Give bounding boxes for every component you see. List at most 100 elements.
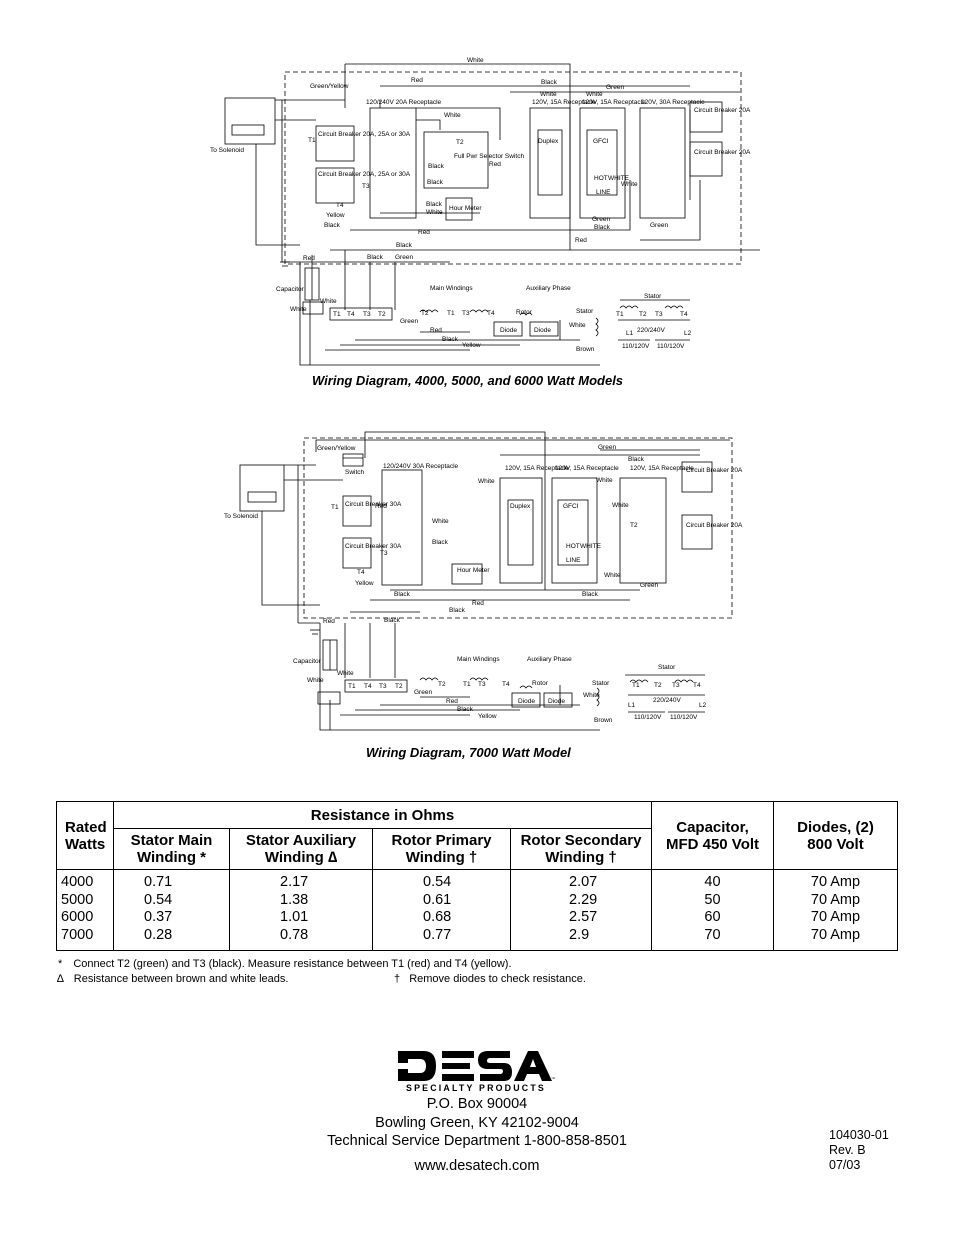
wire-label: Black xyxy=(324,222,341,229)
column-rotor-primary: 0.54 0.61 0.68 0.77 xyxy=(372,869,511,951)
website-link[interactable]: www.desatech.com xyxy=(414,1158,540,1174)
table-cell: 50 xyxy=(704,891,721,908)
wire-label: Yellow xyxy=(462,342,481,349)
wire-label: Brown xyxy=(576,346,595,353)
terminal-label: T2 xyxy=(456,139,464,146)
header-rotor-primary: Rotor Primary Winding † xyxy=(372,828,511,870)
component-label: Diode xyxy=(534,327,551,334)
terminal-label: T4 xyxy=(487,310,495,317)
terminal-label: T4 xyxy=(693,682,701,689)
component-label: HOT xyxy=(566,543,580,550)
component-label: Circuit Breaker 20A, 25A or 30A xyxy=(318,171,411,178)
component-label: LINE xyxy=(566,557,581,564)
address-po-box: P.O. Box 90004 xyxy=(426,1096,528,1112)
terminal-label: T4 xyxy=(502,681,510,688)
wire-label: To Solenoid xyxy=(224,513,258,520)
wire-label: Yellow xyxy=(478,713,497,720)
wire-label: Green xyxy=(395,254,413,261)
wire-label: White xyxy=(444,112,461,119)
header-label: Resistance in Ohms xyxy=(310,806,455,824)
wire-label: Red xyxy=(430,327,442,334)
footnote-text: Connect T2 (green) and T3 (black). Measu… xyxy=(73,958,512,970)
table-cell: 2.17 xyxy=(280,874,309,890)
component-label: Auxiliary Phase xyxy=(526,285,571,292)
component-label: Switch xyxy=(345,469,365,476)
terminal-label: T1 xyxy=(308,137,316,144)
component-label: 120V, 15A Receptacle xyxy=(555,465,619,472)
wire-label: Red xyxy=(472,600,484,607)
wire-label: Green/Yellow xyxy=(310,83,349,90)
footnote-3: † Remove diodes to check resistance. xyxy=(394,973,586,985)
component-label: Duplex xyxy=(538,138,559,145)
wire-label: Black xyxy=(426,201,443,208)
table-cell: 70 Amp xyxy=(810,926,861,943)
wire-label: Red xyxy=(489,161,501,168)
terminal-label: T2 xyxy=(654,682,662,689)
header-rated-watts: Rated Watts xyxy=(56,801,114,870)
resistance-table: Rated Watts Resistance in Ohms Capacitor… xyxy=(56,801,898,951)
terminal-label: T3 xyxy=(363,311,371,318)
terminal-label: T3 xyxy=(362,183,370,190)
wire-label: Black xyxy=(449,607,466,614)
wire-label: White xyxy=(426,209,443,216)
table-cell: 0.61 xyxy=(423,891,452,908)
terminal-label: T2 xyxy=(378,311,386,318)
table-cell: 70 Amp xyxy=(810,874,861,890)
table-cell: 0.54 xyxy=(423,874,452,890)
component-label: Diode xyxy=(500,327,517,334)
wire-label: Green xyxy=(650,222,668,229)
component-label: Auxiliary Phase xyxy=(527,656,572,663)
wire-label: To Solenoid xyxy=(210,147,244,154)
wire-label: Black xyxy=(394,591,411,598)
diagram-caption: Wiring Diagram, 4000, 5000, and 6000 Wat… xyxy=(312,373,624,388)
header-label: Diodes, (2) 800 Volt xyxy=(797,818,874,853)
terminal-label: T2 xyxy=(630,522,638,529)
footnote-text: Resistance between brown and white leads… xyxy=(73,973,289,985)
component-label: Circuit Breaker 20A xyxy=(694,149,751,156)
table-cell: 70 xyxy=(704,926,721,943)
table-cell: 0.37 xyxy=(144,909,173,925)
column-stator-main: 0.71 0.54 0.37 0.28 xyxy=(113,869,230,951)
wire-label: White xyxy=(432,518,449,525)
terminal-label: T2 xyxy=(395,683,403,690)
wire-label: Black xyxy=(367,254,384,261)
terminal-label: T4 xyxy=(357,569,365,576)
component-label: Main Windings xyxy=(457,656,500,663)
table-cell: 2.07 xyxy=(569,874,598,890)
component-label: Rotor xyxy=(532,680,549,687)
wire-label: Black xyxy=(541,79,558,86)
wire-label: White xyxy=(569,322,586,329)
header-stator-main: Stator Main Winding * xyxy=(113,828,230,870)
component-label: 110/120V xyxy=(622,343,650,350)
column-rotor-secondary: 2.07 2.29 2.57 2.9 xyxy=(510,869,652,951)
column-diodes: 70 Amp 70 Amp 70 Amp 70 Amp xyxy=(773,869,898,951)
wire-label: Black xyxy=(628,456,645,463)
table-cell: 0.54 xyxy=(144,891,173,908)
logo-tm: ™ xyxy=(551,1076,555,1081)
header-resistance-group: Resistance in Ohms xyxy=(113,801,652,829)
wire-label: White xyxy=(604,572,621,579)
table-cell: 2.9 xyxy=(569,926,590,943)
component-label: Hour Meter xyxy=(457,567,490,574)
component-label: GFCI xyxy=(593,138,609,145)
terminal-label: T2 xyxy=(639,311,647,318)
footnote-text: Remove diodes to check resistance. xyxy=(409,973,586,985)
component-label: 110/120V xyxy=(670,714,698,721)
terminal-label: T1 xyxy=(463,681,471,688)
terminal-label: T2 xyxy=(421,310,429,317)
column-stator-aux: 2.17 1.38 1.01 0.78 xyxy=(229,869,373,951)
component-label: 220/240V xyxy=(637,327,665,334)
component-label: 120V, 15A Receptacle xyxy=(505,465,569,472)
header-label: Capacitor, MFD 450 Volt xyxy=(665,818,760,853)
terminal-label: L2 xyxy=(684,330,692,337)
wire-label: Black xyxy=(427,179,444,186)
footnote-2: ∆ Resistance between brown and white lea… xyxy=(57,973,288,985)
terminal-label: T4 xyxy=(347,311,355,318)
terminal-label: T1 xyxy=(333,311,341,318)
part-number: 104030-01 xyxy=(829,1128,889,1142)
terminal-label: T1 xyxy=(616,311,624,318)
component-label: Duplex xyxy=(510,503,531,510)
component-label: Diode xyxy=(518,698,535,705)
wire-label: White xyxy=(337,670,354,677)
desa-logo: SPECIALTY PRODUCTS ™ xyxy=(396,1051,555,1093)
